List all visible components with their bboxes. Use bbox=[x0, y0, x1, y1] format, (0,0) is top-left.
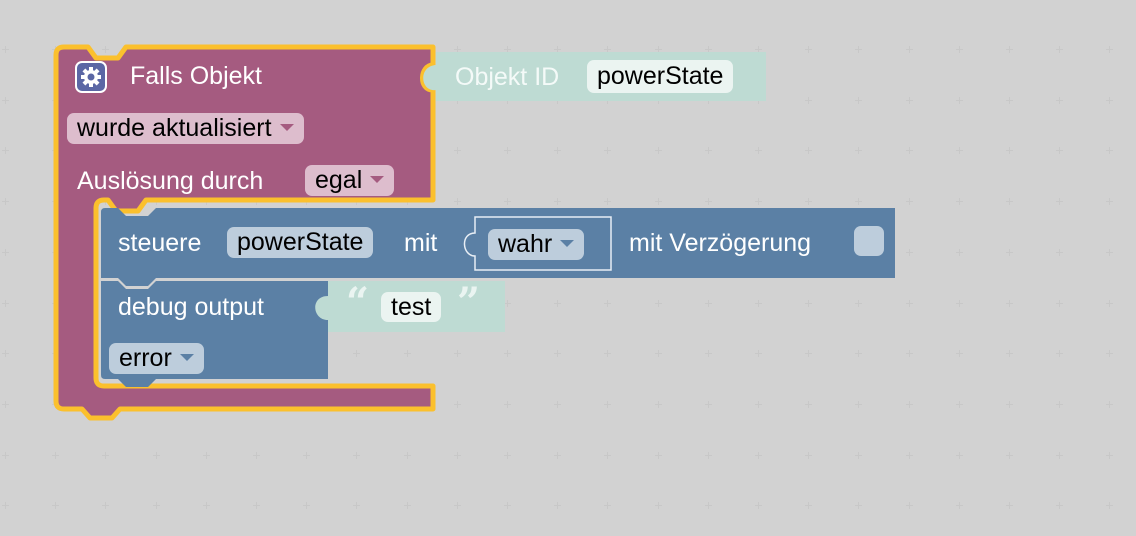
object-id-value: powerState bbox=[597, 62, 724, 90]
trigger-dropdown-label: wurde aktualisiert bbox=[77, 114, 272, 142]
event-block-title: Falls Objekt bbox=[130, 62, 262, 90]
value-dropdown-label: wahr bbox=[498, 230, 553, 258]
debug-text-field[interactable]: test bbox=[381, 292, 442, 322]
caret-down-icon bbox=[560, 240, 575, 248]
open-quote-icon: “ bbox=[346, 279, 370, 326]
state-field[interactable]: powerState bbox=[227, 227, 374, 258]
level-dropdown[interactable]: error bbox=[109, 343, 204, 374]
trigger-dropdown[interactable]: wurde aktualisiert bbox=[67, 113, 304, 144]
value-dropdown[interactable]: wahr bbox=[488, 229, 585, 260]
trigger-by-label: Auslösung durch bbox=[77, 167, 264, 195]
gear-icon[interactable] bbox=[75, 61, 107, 93]
trigger-by-dropdown[interactable]: egal bbox=[305, 165, 395, 196]
close-quote-icon: ” bbox=[457, 279, 481, 326]
caret-down-icon bbox=[370, 176, 385, 184]
caret-down-icon bbox=[179, 354, 194, 362]
caret-down-icon bbox=[279, 124, 294, 132]
delay-checkbox[interactable] bbox=[854, 226, 884, 256]
control-prefix-label: steuere bbox=[118, 229, 202, 257]
state-field-value: powerState bbox=[237, 228, 364, 256]
debug-text-value: test bbox=[391, 293, 432, 321]
delay-label: mit Verzögerung bbox=[629, 229, 812, 257]
debug-label: debug output bbox=[118, 293, 264, 321]
object-id-field[interactable]: powerState bbox=[587, 60, 734, 93]
control-mid-label: mit bbox=[404, 229, 438, 257]
trigger-by-dropdown-label: egal bbox=[315, 166, 363, 194]
level-dropdown-label: error bbox=[119, 344, 172, 372]
object-id-label: Objekt ID bbox=[455, 63, 560, 91]
